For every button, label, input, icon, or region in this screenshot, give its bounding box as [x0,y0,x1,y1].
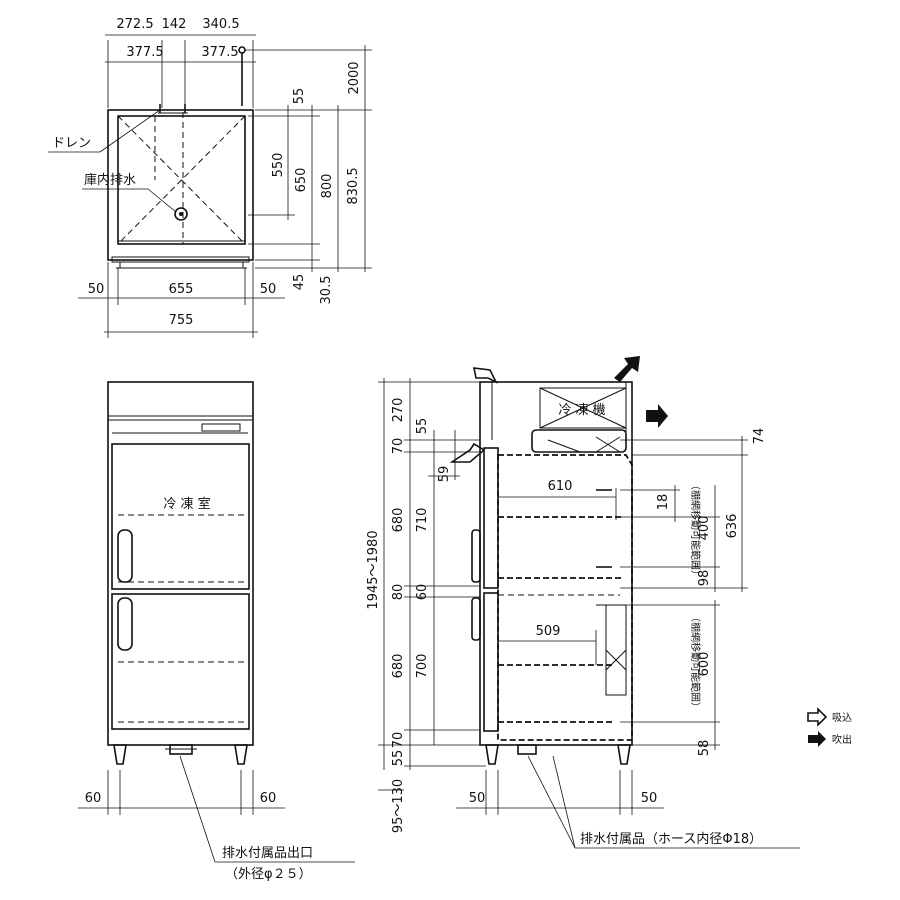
dim-377-5-left: 377.5 [126,45,163,60]
exhaust-legend-icon [808,731,826,747]
intake-legend-label: 吸込 [832,712,852,724]
dim-650: 650 [294,168,309,193]
dim-270: 270 [391,398,406,423]
dim-58: 58 [697,740,712,757]
evaporator [605,604,627,696]
dim-509: 509 [536,624,561,639]
front-view: 冷 凍 室 60 60 排水付属品出口 （外径φ２５） [78,381,355,882]
upper-door-handle [117,529,133,583]
hose-label: 排水付属品（ホース内径Φ18） [580,831,762,847]
outlet-label: 排水付属品出口 [222,846,313,861]
side-view-outline [479,381,633,746]
dim-800: 800 [320,174,335,199]
dim-55-top: 55 [415,418,430,435]
internal-drain-label: 庫内排水 [84,172,136,188]
dim-680-upper: 680 [391,508,406,533]
top-view-inner [117,115,246,245]
dim-830-5: 830.5 [346,167,361,204]
front-left-leg [113,744,127,765]
upper-door-side [483,447,499,589]
outlet-sub-label: （外径φ２５） [225,867,312,882]
dim-45: 45 [292,274,307,291]
intake-legend-icon [807,707,828,727]
lower-door-handle [117,597,133,651]
intake-arrow-top [472,367,498,384]
dim-610: 610 [548,479,573,494]
dim-70-top: 70 [391,438,406,455]
exhaust-arrow-side [646,404,668,428]
dim-272-5: 272.5 [116,17,153,32]
dim-50-side-left: 50 [469,791,486,806]
internal-drain-icon [174,207,188,221]
dim-80: 80 [391,584,406,601]
shelf-range-lower-label: （棚網移動可能範囲） [689,612,702,712]
power-plug-icon [238,46,246,54]
dim-50-side-right: 50 [641,791,658,806]
compartment-label: 冷 凍 室 [163,496,210,512]
side-right-leg [617,744,631,765]
dim-1945-1980: 1945～1980 [366,530,381,609]
dim-50-left: 50 [88,282,105,297]
drain-label: ドレン [52,136,91,151]
side-drain-outlet [517,744,537,755]
dim-377-5-right: 377.5 [201,45,238,60]
control-panel [201,423,241,432]
lower-door [111,593,250,730]
lower-door-side [483,592,499,732]
exhaust-legend-label: 吹出 [832,733,852,746]
unit-label: 冷 凍 機 [558,402,605,418]
upper-handle-side [471,529,481,583]
side-left-leg [485,744,499,765]
dim-60-left: 60 [85,791,102,806]
dim-550: 550 [271,153,286,178]
lower-handle-side [471,597,481,641]
dim-98: 98 [697,570,712,587]
dim-18: 18 [656,494,671,511]
dim-55: 55 [292,88,307,105]
dim-340-5: 340.5 [202,17,239,32]
exhaust-arrow-top [614,356,640,382]
dim-74: 74 [752,428,767,445]
dim-655: 655 [169,282,194,297]
legend: 吸込 吹出 [807,707,852,747]
front-view-outline [107,381,254,746]
dim-59: 59 [437,466,452,483]
dim-60: 60 [415,584,430,601]
dim-755: 755 [169,313,194,328]
top-view: 272.5 142 340.5 377.5 377.5 55 550 650 8… [48,17,372,338]
shelf-range-upper-label: （棚網移動可能範囲） [689,480,702,580]
dim-60-right: 60 [260,791,277,806]
dim-636: 636 [725,514,740,539]
compressor-icon [531,429,627,453]
dim-30-5: 30.5 [319,276,334,305]
front-right-leg [234,744,248,765]
top-view-outline [107,109,254,261]
dim-55-bottom: 55 [391,750,406,767]
inner-liner [497,454,633,741]
side-view: 冷 凍 機 [366,356,800,849]
upper-door [111,443,250,590]
dim-680-lower: 680 [391,654,406,679]
dim-710: 710 [415,508,430,533]
dim-50-right: 50 [260,282,277,297]
dim-70-bottom: 70 [391,732,406,749]
dim-2000: 2000 [347,61,362,94]
dim-600: 600 [697,652,712,677]
dim-400: 400 [697,516,712,541]
dim-700: 700 [415,654,430,679]
dim-142: 142 [162,17,187,32]
dim-95-130: 95～130 [391,779,406,833]
